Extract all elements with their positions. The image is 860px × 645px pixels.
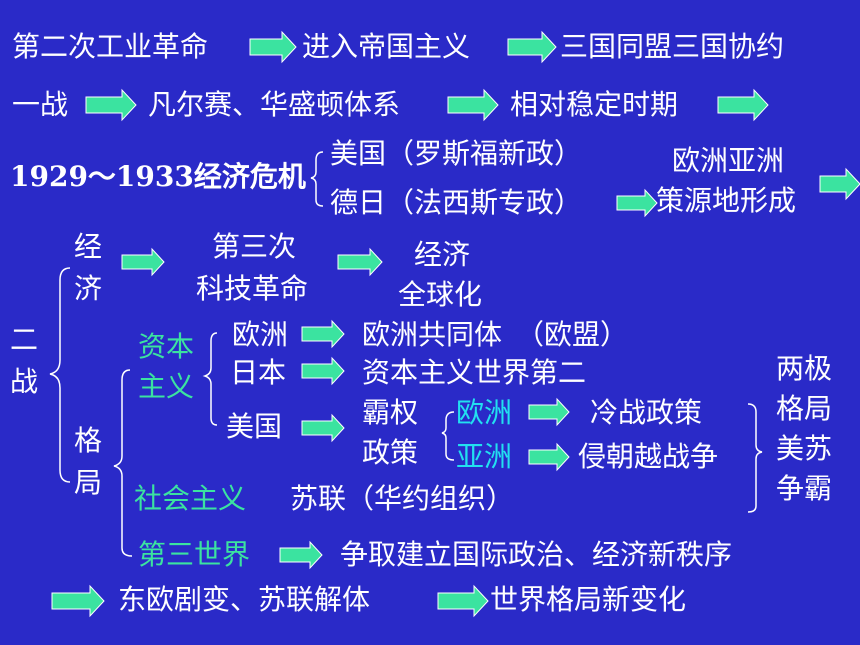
usa-label: 美国 (226, 410, 283, 443)
arrow-icon (717, 88, 769, 122)
arrow-icon (279, 540, 323, 570)
us-new-deal: 美国（罗斯福新政） (330, 137, 583, 170)
arrow-icon (447, 88, 499, 122)
second-industrial-revolution: 第二次工业革命 (12, 30, 209, 63)
economy-char-2: 济 (74, 272, 103, 305)
third-world-label: 第三世界 (138, 538, 251, 571)
great-depression: 1929～1933经济危机 (10, 160, 306, 194)
arrow-icon (301, 356, 345, 386)
capitalism-line1: 资本 (138, 330, 195, 363)
versailles-washington: 凡尔赛、华盛顿体系 (148, 88, 401, 121)
great-depression-label: 1929～1933经济危机 (10, 160, 306, 193)
bipolar-line2: 格局 (776, 392, 833, 425)
policy-asia: 亚洲 (456, 440, 513, 473)
wwi: 一战 (12, 88, 69, 121)
arrow-icon (301, 319, 345, 349)
arrow-icon (51, 584, 105, 618)
third-tech-revolution-line1: 第三次 (212, 230, 297, 263)
new-world-pattern: 世界格局新变化 (490, 583, 687, 616)
cold-war-policy: 冷战政策 (590, 396, 703, 429)
arrow-icon (437, 584, 489, 618)
third-world-goal: 争取建立国际政治、经济新秩序 (340, 538, 733, 571)
imperialism: 进入帝国主义 (302, 30, 471, 63)
arrow-icon (249, 30, 297, 64)
hegemony-line1: 霸权 (362, 396, 419, 429)
bipolar-line3: 美苏 (776, 432, 833, 465)
korea-vietnam-wars: 侵朝越战争 (578, 440, 719, 473)
hegemony-line2: 政策 (362, 436, 419, 469)
arrow-icon (819, 167, 860, 201)
european-community: 欧洲共同体 （欧盟） (362, 318, 629, 351)
arrow-icon (616, 188, 658, 218)
europe-asia: 欧洲亚洲 (672, 144, 785, 177)
arrow-icon (337, 247, 383, 277)
germany-japan-fascism: 德日（法西斯专政） (330, 186, 583, 219)
arrow-icon (301, 413, 345, 443)
third-tech-revolution-line2: 科技革命 (196, 272, 309, 305)
arrow-icon (528, 397, 570, 427)
bipolar-line4: 争霸 (776, 472, 833, 505)
japan-label: 日本 (230, 356, 287, 389)
pattern-char-2: 局 (74, 466, 103, 499)
pattern-char-1: 格 (74, 424, 103, 457)
ussr-warsaw: 苏联（华约组织） (290, 482, 515, 515)
arrow-icon (121, 247, 165, 277)
japan-result: 资本主义世界第二 (362, 356, 587, 389)
globalization-line2: 全球化 (398, 278, 483, 311)
war-sources: 策源地形成 (656, 184, 797, 217)
policy-europe: 欧洲 (456, 396, 513, 429)
capitalism-line2: 主义 (138, 370, 195, 403)
arrow-icon (507, 30, 557, 64)
europe-label: 欧洲 (232, 318, 289, 351)
eastern-europe-collapse: 东欧剧变、苏联解体 (118, 583, 371, 616)
wwii-char-1: 二 (10, 323, 39, 356)
arrow-icon (85, 88, 137, 122)
wwii-char-2: 战 (10, 365, 39, 398)
stable-period: 相对稳定时期 (510, 88, 679, 121)
alliances: 三国同盟三国协约 (560, 30, 785, 63)
socialism-label: 社会主义 (134, 482, 247, 515)
bipolar-line1: 两极 (776, 352, 833, 385)
globalization-line1: 经济 (414, 238, 471, 271)
arrow-icon (528, 442, 570, 472)
economy-char-1: 经 (74, 230, 103, 263)
